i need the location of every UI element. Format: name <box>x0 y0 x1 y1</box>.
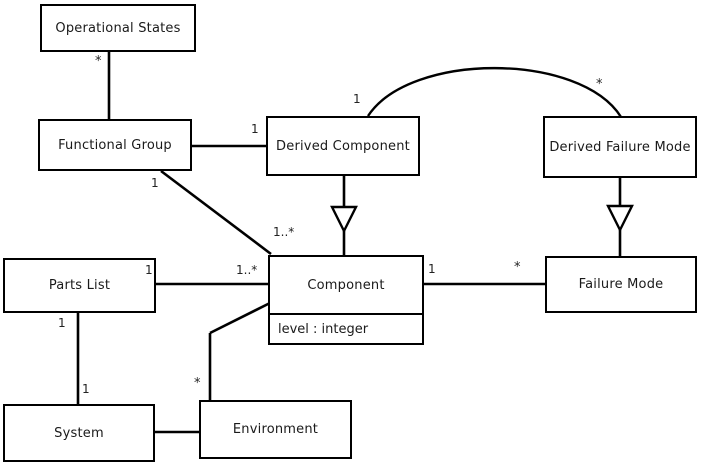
class-name-environment: Environment <box>232 422 319 437</box>
edge-component-environment-diagonal <box>209 301 271 335</box>
multiplicity-component-functionalgroup-onestar: 1..* <box>273 225 295 239</box>
multiplicity-partslist-system-one: 1 <box>58 316 66 330</box>
multiplicity-functionalgroup-component-one: 1 <box>151 176 159 190</box>
class-name-functional-group: Functional Group <box>58 137 172 153</box>
class-name-component: Component <box>307 277 385 293</box>
multiplicity-operationalstates-star: * <box>95 54 102 69</box>
class-name-system: System <box>54 425 104 441</box>
multiplicity-component-failuremode-one: 1 <box>428 262 436 276</box>
multiplicity-failuremode-component-star: * <box>514 260 521 275</box>
multiplicity-environment-component-star: * <box>194 376 201 391</box>
class-box-functional-group[interactable]: Functional Group <box>38 119 192 171</box>
generalization-triangle-failuremode <box>606 204 634 233</box>
multiplicity-system-partslist-one: 1 <box>82 382 90 396</box>
edge-derivedcomponent-derivedfailuremode <box>366 66 623 118</box>
multiplicity-partslist-component-one: 1 <box>145 263 153 277</box>
class-name-parts-list: Parts List <box>48 278 111 293</box>
class-box-operational-states[interactable]: Operational States <box>40 4 196 52</box>
class-name-failure-mode: Failure Mode <box>578 277 664 292</box>
multiplicity-component-partslist-onestar: 1..* <box>236 263 258 277</box>
class-name-derived-component: Derived Component <box>276 138 410 154</box>
multiplicity-functionalgroup-derivedcomponent-one: 1 <box>251 122 259 136</box>
class-box-environment[interactable]: Environment <box>199 400 352 459</box>
class-name-operational-states: Operational States <box>55 20 181 36</box>
class-name-derived-failure-mode: Derived Failure Mode <box>549 139 691 155</box>
multiplicity-derivedcomponent-arc-one: 1 <box>353 92 361 106</box>
class-box-failure-mode[interactable]: Failure Mode <box>545 256 697 313</box>
class-box-component[interactable]: Component level : integer <box>268 255 424 345</box>
class-box-derived-failure-mode[interactable]: Derived Failure Mode <box>543 116 697 178</box>
class-attribute-level: level : integer <box>270 313 422 343</box>
multiplicity-derivedfailuremode-arc-star: * <box>596 77 603 92</box>
class-box-system[interactable]: System <box>3 404 155 462</box>
generalization-triangle-component <box>330 205 358 234</box>
edge-functionalgroup-component <box>160 169 272 256</box>
class-box-derived-component[interactable]: Derived Component <box>266 116 420 176</box>
class-box-parts-list[interactable]: Parts List <box>3 258 156 313</box>
